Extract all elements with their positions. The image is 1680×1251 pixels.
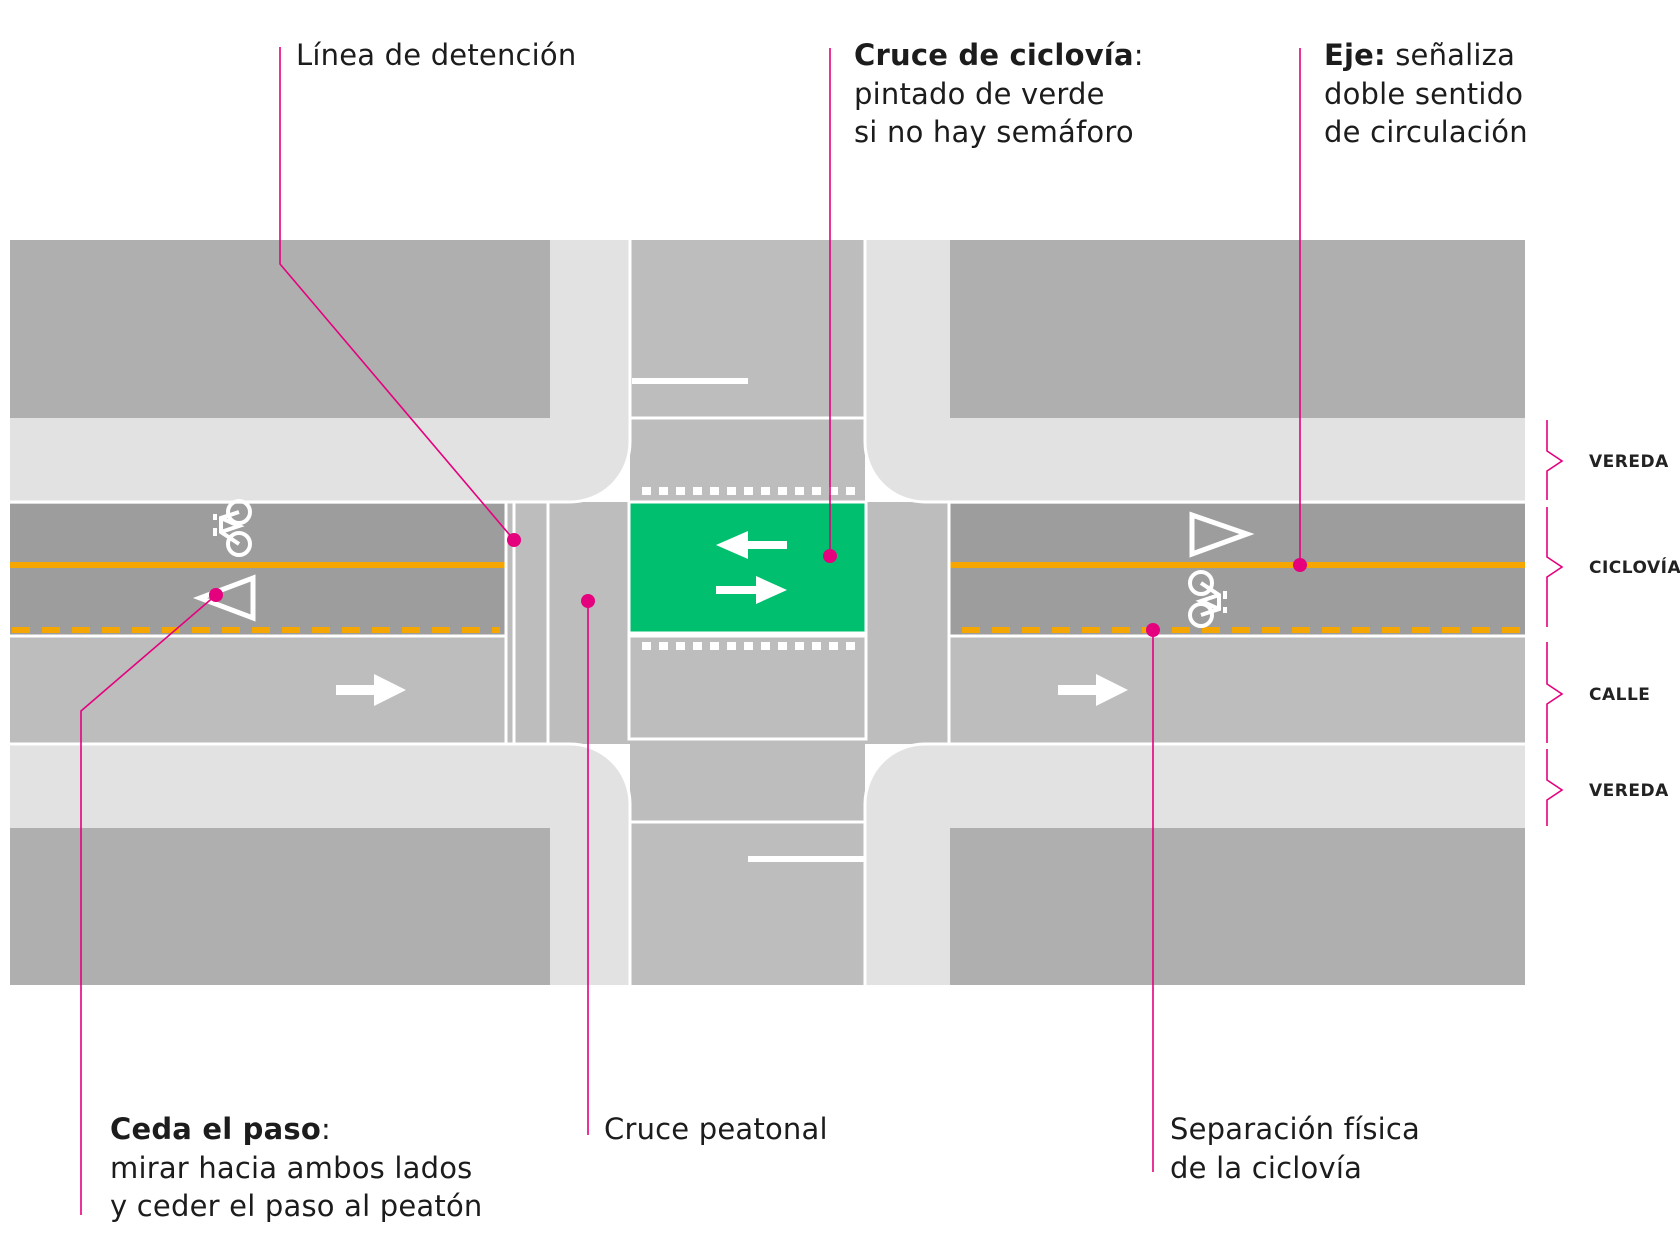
crossing-box-lower [627,634,868,741]
bracket-bike-lane [1546,507,1564,627]
sidewalk-bottom-right [865,744,1525,985]
bracket-sidewalk-top [1546,420,1564,500]
sidewalk-top-right [865,240,1525,502]
yield-triangles [192,511,1255,622]
label-axis-title-line: Eje: señaliza [1324,36,1528,75]
label-crosswalk-text: Cruce peatonal [604,1112,828,1146]
arrow-icon [716,531,787,559]
arrow-icon [716,576,787,604]
road-markings [504,378,951,862]
zone-label-bike-lane: CICLOVÍA [1589,558,1680,578]
curb-top-right [863,240,1525,504]
label-separation: Separación física de la ciclovía [1170,1110,1420,1187]
label-axis-title: Eje: [1324,38,1386,72]
label-bike-crossing-line1: pintado de verde [854,76,1105,111]
arrow-icon [336,674,406,706]
curb-bottom-right [863,742,1525,985]
city-blocks [10,240,1525,985]
arrows [336,531,1128,706]
zone-label-sidewalk-top: VEREDA [1589,452,1669,472]
label-bike-crossing-line2: si no hay semáforo [854,115,1134,149]
dot-stop-line [507,533,521,547]
curb-top-left [10,240,632,504]
zone-brackets [1546,420,1564,826]
curb-bottom-left [10,742,632,985]
dot-separation [1146,623,1160,637]
bicycle-icon [1188,570,1227,628]
sidewalk-bottom-left [10,744,630,985]
bicycle-icon [213,499,252,557]
arrow-icon [1058,674,1128,706]
label-yield-colon: : [321,1112,331,1146]
bracket-street [1546,642,1564,743]
label-crosswalk: Cruce peatonal [604,1110,828,1149]
label-axis-line2: de circulación [1324,115,1528,149]
label-bike-crossing-title-line: Cruce de ciclovía: [854,36,1144,75]
label-stop-line: Línea de detención [296,36,576,75]
label-yield-line2: y ceder el paso al peatón [110,1189,483,1223]
label-bike-crossing-colon: : [1133,38,1144,72]
label-yield-title: Ceda el paso [110,1112,321,1146]
zone-label-sidewalk-bottom: VEREDA [1589,781,1669,801]
block-top-left [10,240,550,418]
block-bottom-left [10,828,550,985]
green-bike-crossing [627,500,868,635]
bike-lanes [10,504,1525,638]
dot-bike-crossing [823,549,837,563]
bracket-sidewalk-bottom [1546,749,1564,826]
yield-triangle-icon [1189,511,1255,558]
label-yield: Ceda el paso: mirar hacia ambos lados y … [110,1110,482,1226]
dot-crosswalk [581,594,595,608]
sidewalk-top-left [10,240,630,502]
leader-lines [80,47,1301,1215]
dot-yield [209,588,223,602]
label-separation-line1: Separación física [1170,1112,1421,1146]
label-yield-title-line: Ceda el paso: [110,1110,482,1149]
leader-yield [80,594,217,1215]
bike-lane-left [10,504,505,635]
leader-stop-line [279,47,515,541]
label-yield-line1: mirar hacia ambos lados [110,1150,473,1185]
yield-triangle-icon [192,574,256,622]
sidewalks [10,240,1525,985]
label-separation-line2: de la ciclovía [1170,1150,1363,1185]
leader-dots [209,533,1307,637]
label-axis: Eje: señaliza doble sentido de circulaci… [1324,36,1528,152]
block-top-right [950,240,1525,418]
label-bike-crossing: Cruce de ciclovía: pintado de verde si n… [854,36,1144,152]
dot-axis [1293,558,1307,572]
label-axis-line1: doble sentido [1324,76,1524,111]
bike-lane-right [950,504,1525,635]
block-bottom-right [950,828,1525,985]
label-axis-line0: señaliza [1385,38,1516,72]
label-stop-line-text: Línea de detención [296,38,577,72]
zone-label-street: CALLE [1589,685,1651,705]
label-bike-crossing-title: Cruce de ciclovía [854,38,1134,72]
